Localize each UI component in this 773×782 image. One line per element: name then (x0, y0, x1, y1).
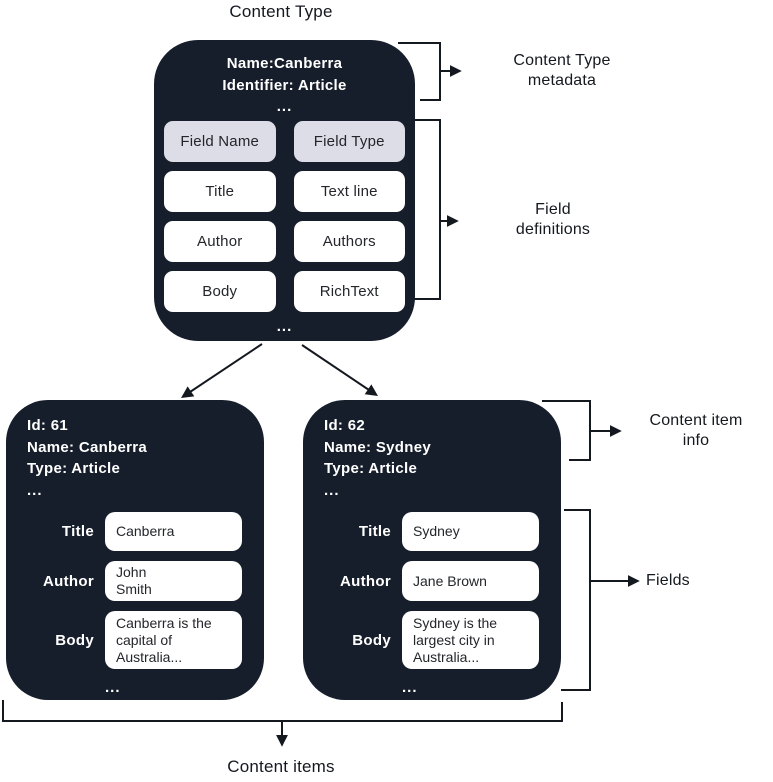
field-type-cell: Text line (293, 171, 405, 212)
field-value: Sydney is the largest city in Australia.… (402, 611, 539, 669)
item-fields: Title Sydney Author Jane Brown Body Sydn… (303, 512, 561, 696)
bracket-field-definitions (414, 119, 441, 300)
field-definitions-table: Field Name Field Type Title Text line Au… (164, 121, 405, 312)
ellipsis: ... (276, 318, 293, 335)
label-field-definitions: Field definitions (515, 201, 591, 238)
field-row-body: Body Sydney is the largest city in Austr… (303, 611, 561, 669)
field-type-cell: Authors (293, 221, 405, 262)
field-row-title: Title Canberra (6, 512, 264, 551)
field-value: John Smith (105, 561, 242, 601)
field-row-author: Author Jane Brown (303, 561, 561, 601)
field-row-author: Author John Smith (6, 561, 264, 601)
field-value: Canberra (105, 512, 242, 551)
item-id: Id: 61 (27, 417, 68, 434)
bracket-fields (561, 509, 591, 691)
field-value: Jane Brown (402, 561, 539, 601)
field-value: Canberra is the capital of Australia... (105, 611, 242, 669)
content-item-box-1: Id: 61 Name: Canberra Type: Article ... … (6, 400, 264, 700)
content-type-metadata-block: Name:Canberra Identifier: Article ... (154, 53, 415, 117)
field-label: Title (61, 523, 94, 540)
field-type-header: Field Type (293, 121, 405, 162)
item-type: Type: Article (324, 460, 418, 477)
content-type-identifier: Identifier: Article (222, 77, 347, 94)
item-type: Type: Article (27, 460, 121, 477)
field-value: Sydney (402, 512, 539, 551)
content-item-box-2: Id: 62 Name: Sydney Type: Article ... Ti… (303, 400, 561, 700)
field-name-header: Field Name (164, 121, 276, 162)
content-item-info-block: Id: 62 Name: Sydney Type: Article ... (324, 415, 431, 501)
field-name-cell: Author (164, 221, 276, 262)
label-content-type-metadata: Content Type metadata (513, 52, 611, 89)
bracket-content-items (2, 700, 563, 722)
field-type-cell: RichText (293, 271, 405, 312)
ellipsis: ... (105, 679, 121, 696)
field-label: Author (340, 572, 391, 590)
field-name-cell: Body (164, 271, 276, 312)
field-row-body: Body Canberra is the capital of Australi… (6, 611, 264, 669)
field-label: Body (55, 631, 94, 649)
ellipsis: ... (276, 98, 293, 115)
page-title: Content Type (229, 2, 333, 21)
content-type-name: Name:Canberra (226, 55, 343, 72)
item-id: Id: 62 (324, 417, 365, 434)
ellipsis: ... (27, 481, 43, 499)
field-label: Title (358, 523, 391, 540)
label-fields: Fields (646, 572, 690, 589)
ellipsis: ... (324, 481, 340, 499)
item-name: Name: Sydney (324, 438, 431, 456)
item-name: Name: Canberra (27, 438, 148, 456)
arrow-to-item-1 (181, 343, 263, 398)
label-content-item-info: Content item info (649, 412, 743, 449)
label-content-items: Content items (227, 757, 335, 776)
field-name-cell: Title (164, 171, 276, 212)
ellipsis: ... (402, 679, 418, 696)
item-fields: Title Canberra Author John Smith Body Ca… (6, 512, 264, 696)
content-item-info-block: Id: 61 Name: Canberra Type: Article ... (27, 415, 147, 501)
content-type-box: Name:Canberra Identifier: Article ... Fi… (154, 40, 415, 341)
field-label: Body (352, 631, 391, 649)
field-row-title: Title Sydney (303, 512, 561, 551)
arrow-to-item-2 (301, 344, 378, 397)
field-label: Author (43, 572, 94, 590)
